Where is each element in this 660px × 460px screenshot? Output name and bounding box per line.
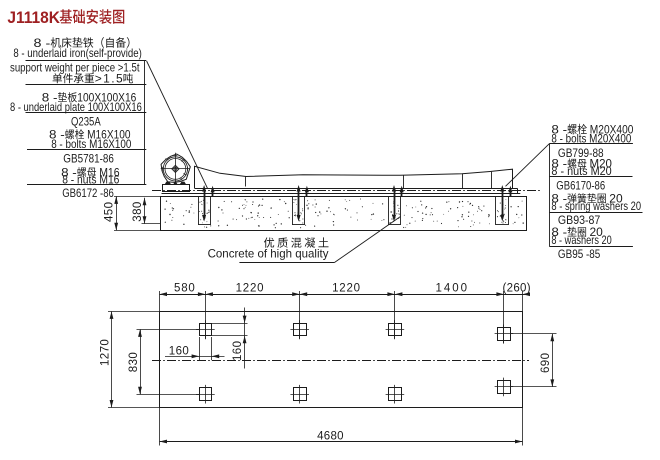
- svg-text:Q235A: Q235A: [71, 114, 101, 128]
- svg-text:8 - bolts M20X400: 8 - bolts M20X400: [551, 131, 631, 145]
- svg-text:GB6170-86: GB6170-86: [556, 179, 605, 193]
- svg-text:GB95 -85: GB95 -85: [558, 247, 601, 261]
- svg-text:690: 690: [540, 353, 552, 373]
- svg-text:8 -: 8 -: [49, 127, 65, 141]
- svg-text:(260): (260): [503, 283, 531, 295]
- svg-text:1220: 1220: [236, 283, 265, 295]
- svg-text:M16: M16: [99, 165, 120, 179]
- svg-text:8 - nuts M20: 8 - nuts M20: [551, 164, 612, 178]
- svg-text:160: 160: [169, 345, 189, 357]
- svg-text:8 -: 8 -: [551, 225, 567, 239]
- svg-text:20: 20: [590, 225, 604, 239]
- svg-text:380: 380: [132, 201, 144, 221]
- svg-text:support weight per piece >1.5t: support weight per piece >1.5t: [10, 60, 140, 74]
- svg-text:8 - nuts M16: 8 - nuts M16: [62, 173, 119, 187]
- svg-text:GB799-88: GB799-88: [558, 146, 604, 160]
- svg-text:8 -: 8 -: [551, 191, 567, 205]
- svg-text:J1118K: J1118K: [7, 9, 60, 27]
- svg-text:1400: 1400: [436, 283, 470, 295]
- svg-text:450: 450: [104, 202, 116, 222]
- svg-text:830: 830: [128, 352, 140, 372]
- svg-text:GB93-87: GB93-87: [558, 213, 601, 227]
- svg-text:M20X400: M20X400: [590, 122, 634, 136]
- svg-text:GB5781-86: GB5781-86: [63, 152, 114, 166]
- svg-text:8 - washers 20: 8 - washers 20: [551, 233, 612, 247]
- svg-text:1220: 1220: [332, 283, 361, 295]
- svg-text:>1.5: >1.5: [95, 71, 123, 85]
- svg-text:8 - underlaid iron(self-provid: 8 - underlaid iron(self-provide): [13, 46, 141, 60]
- svg-text:20: 20: [609, 191, 623, 205]
- svg-text:8 -: 8 -: [551, 122, 567, 136]
- svg-text:8 - spring washers 20: 8 - spring washers 20: [551, 199, 641, 213]
- svg-text:160: 160: [232, 341, 244, 361]
- svg-text:1270: 1270: [100, 339, 112, 366]
- svg-text:Concrete of high quality: Concrete of high quality: [208, 248, 329, 261]
- svg-text:8 -: 8 -: [42, 90, 58, 104]
- svg-text:8 - underlaid plate 100X100X16: 8 - underlaid plate 100X100X16: [10, 100, 142, 114]
- svg-text:4680: 4680: [317, 431, 344, 443]
- svg-text:100X100X16: 100X100X16: [77, 90, 136, 104]
- svg-text:8 -: 8 -: [551, 157, 567, 171]
- svg-text:M16X100: M16X100: [87, 127, 131, 141]
- svg-text:M20: M20: [590, 157, 613, 171]
- svg-text:GB6172 -86: GB6172 -86: [62, 186, 114, 200]
- svg-text:8 -: 8 -: [34, 36, 51, 50]
- svg-text:8 -: 8 -: [61, 165, 77, 179]
- svg-text:580: 580: [174, 283, 196, 295]
- svg-text:8 - bolts M16X100: 8 - bolts M16X100: [51, 137, 131, 151]
